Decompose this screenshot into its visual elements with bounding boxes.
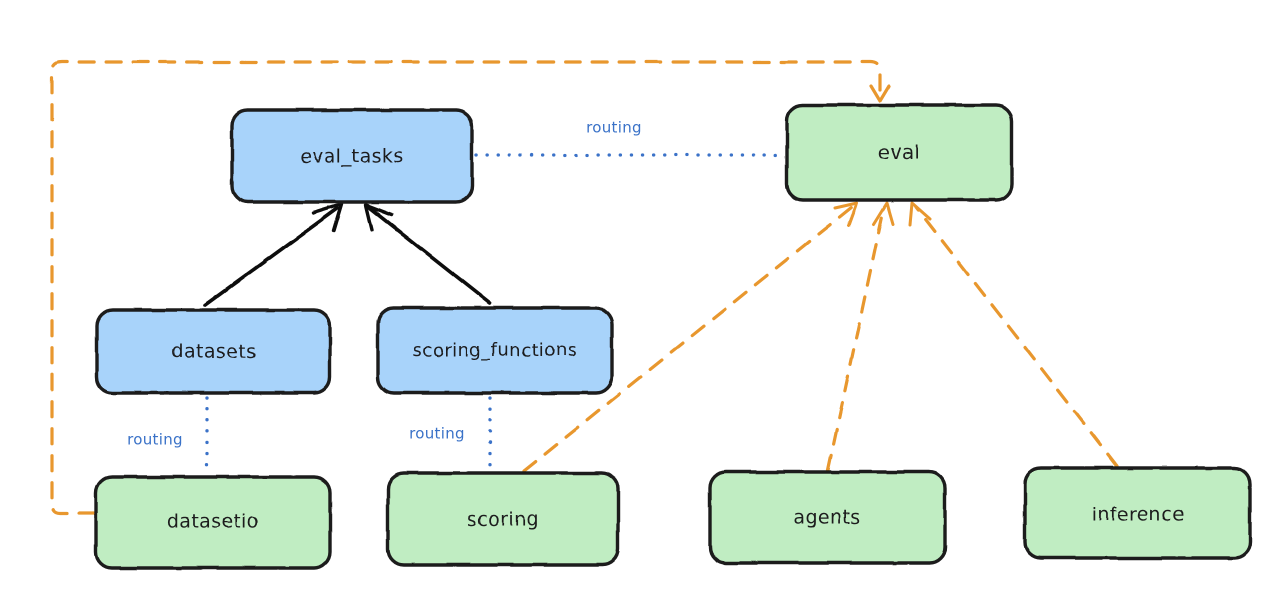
node-datasetio-box <box>94 475 332 570</box>
node-eval-box <box>785 103 1014 202</box>
node-datasetio[interactable]: datasetio <box>94 475 332 570</box>
node-eval-tasks-box <box>230 108 474 204</box>
node-agents-box <box>708 470 947 565</box>
node-eval-tasks-label: eval_tasks <box>300 146 403 168</box>
node-datasets[interactable]: datasets <box>95 308 332 395</box>
node-scoring[interactable]: scoring <box>386 471 620 567</box>
node-eval[interactable]: eval <box>785 103 1014 202</box>
edge-label-routing-datasetio: routing <box>127 431 183 449</box>
node-scoring-functions[interactable]: scoring_functions <box>376 306 614 395</box>
edge-label-routing-eval: routing <box>586 119 642 137</box>
edge-inference-to-eval <box>908 201 1119 468</box>
node-datasets-box <box>95 308 332 395</box>
node-scoring-label: scoring <box>467 509 539 531</box>
node-inference-label: inference <box>1092 504 1185 526</box>
node-eval-label: eval <box>878 142 919 164</box>
node-datasetio-label: datasetio <box>167 511 259 533</box>
node-scoring-functions-box <box>376 306 614 395</box>
node-inference-box <box>1023 466 1252 560</box>
node-agents-label: agents <box>793 507 860 529</box>
node-agents[interactable]: agents <box>708 470 947 565</box>
node-datasets-label: datasets <box>172 341 257 363</box>
edge-scoring-functions-to-eval-tasks <box>364 203 492 305</box>
node-scoring-box <box>386 471 620 567</box>
edge-datasetio-to-eval <box>50 60 891 515</box>
node-eval-tasks[interactable]: eval_tasks <box>230 108 474 204</box>
edge-label-routing-scoring: routing <box>409 425 465 443</box>
edge-scoring-to-eval <box>522 201 859 473</box>
edge-agents-to-eval <box>826 201 895 472</box>
node-inference[interactable]: inference <box>1023 466 1252 560</box>
node-scoring-functions-label: scoring_functions <box>413 340 577 361</box>
edge-datasets-to-eval-tasks <box>203 202 344 307</box>
